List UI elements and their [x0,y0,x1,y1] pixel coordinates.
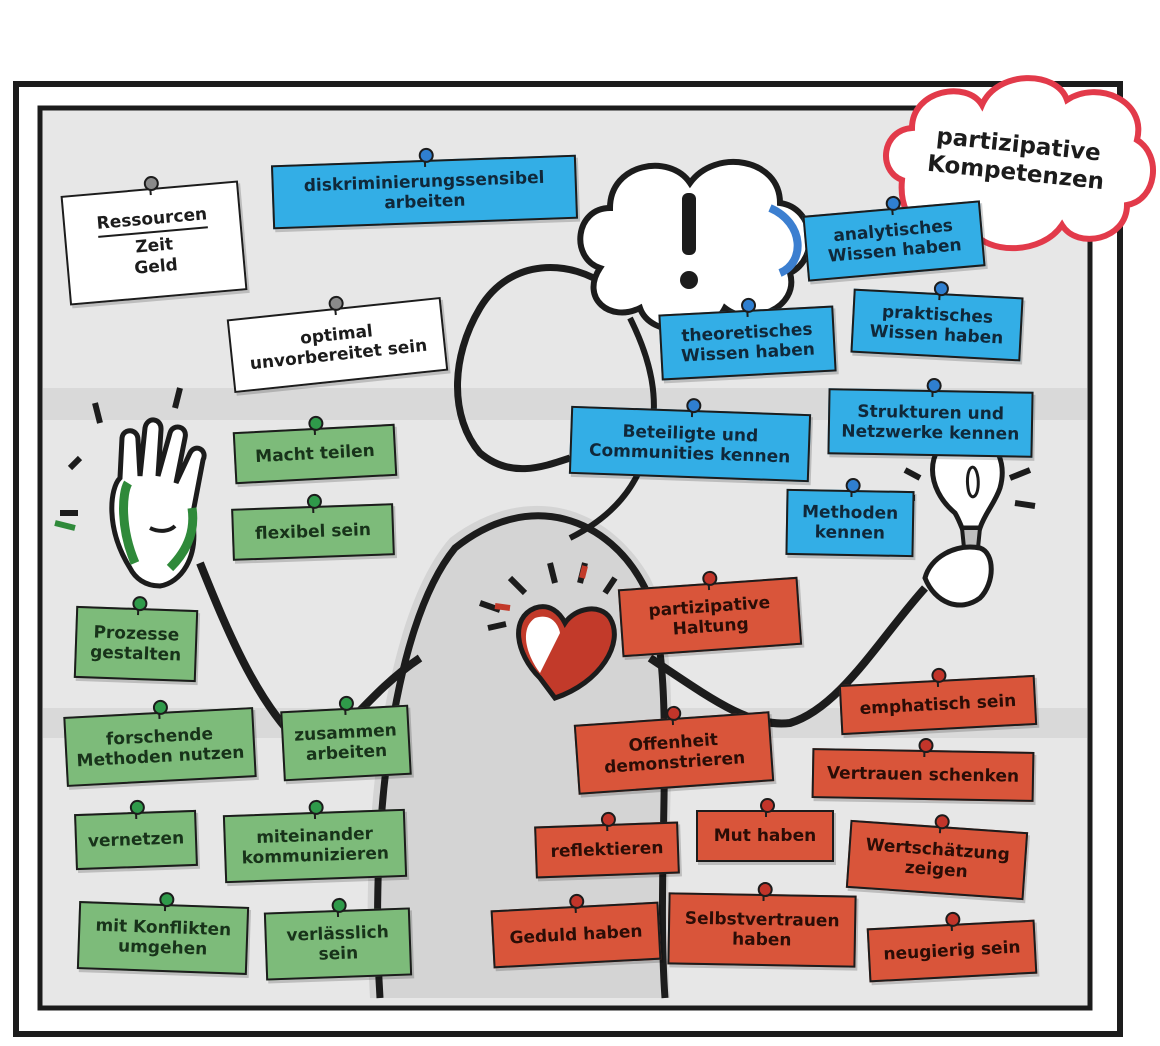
pin-icon [665,705,682,722]
note-vernetzen: vernetzen [74,799,198,871]
ressourcen-title: Ressourcen [95,204,209,239]
note-geduld: Geduld haben [490,893,662,969]
note-methoden: Methoden kennen [785,477,915,558]
note-label: theoretisches Wissen haben [680,319,816,367]
note-label: miteinander kommunizieren [241,823,390,869]
note-label: Vertrauen schenken [826,763,1020,787]
pin-icon [417,147,434,164]
note-label: flexibel sein [254,519,372,544]
note-label: vernetzen [87,828,185,852]
pin-icon [845,477,861,494]
pin-icon [132,595,148,612]
note-offenheit: Offenheit demonstrieren [573,705,775,795]
pin-icon [600,811,617,828]
note-ressourcen: Ressourcen Zeit Geld [60,175,248,306]
note-emphatisch: emphatisch sein [838,667,1038,736]
pin-icon [933,280,950,297]
note-label: Beteiligte und Communities kennen [588,421,791,468]
note-label: Prozesse gestalten [89,622,182,666]
note-haltung: partizipative Haltung [617,570,803,658]
ressourcen-body: Zeit Geld [133,234,179,279]
light-bulb-icon [895,431,1036,608]
note-label: Selbstvertrauen haben [684,908,840,951]
pin-icon [740,297,756,314]
pin-icon [152,699,169,716]
pin-icon [934,813,951,830]
note-label: partizipative Haltung [647,592,771,640]
note-konflikte: mit Konflikten umgehen [76,891,250,975]
pin-icon [129,799,146,816]
note-verlaesslich: verlässlich sein [263,897,413,981]
note-label: praktisches Wissen haben [869,302,1004,349]
note-label: Methoden kennen [801,502,899,544]
pin-icon [885,195,902,212]
note-label: optimal unvorbereitet sein [248,321,429,375]
note-label: emphatisch sein [859,690,1017,720]
thought-line [454,264,613,473]
flipchart-board: partizipative Kompetenzen Ressourcen Zei… [10,58,1158,1042]
note-prozesse: Prozesse gestalten [73,595,199,683]
note-mut: Mut haben [696,798,834,862]
note-label: diskriminierungssensibel arbeiten [303,167,545,214]
note-label: reflektieren [550,838,664,862]
pin-icon [926,377,942,394]
note-beteiligte: Beteiligte und Communities kennen [568,397,812,483]
pin-icon [331,897,347,914]
pin-icon [568,893,585,910]
pin-icon [701,570,718,587]
note-label: Offenheit demonstrieren [603,729,746,778]
pin-icon [760,798,775,817]
exclamation-cloud-icon [577,159,813,334]
note-label: Macht teilen [254,440,376,468]
waving-hand-icon [54,387,207,589]
pin-icon [308,799,324,816]
note-label: Mut haben [713,825,817,846]
note-label: zusammen arbeiten [293,720,398,766]
note-flexibel: flexibel sein [231,493,395,561]
note-forschende: forschende Methoden nutzen [63,699,257,787]
note-label: neugierig sein [882,937,1021,965]
note-label: forschende Methoden nutzen [76,724,245,772]
pin-icon [931,667,947,684]
pin-icon [159,891,175,908]
note-reflektieren: reflektieren [534,811,680,879]
note-label: Wertschätzung zeigen [864,834,1011,883]
pin-icon [338,695,355,712]
note-label: Strukturen und Netzwerke kennen [841,401,1020,445]
note-label: Geduld haben [509,921,643,949]
note-macht: Macht teilen [232,415,398,485]
pin-icon [308,415,324,432]
pin-icon [143,175,160,192]
pin-icon [944,911,961,928]
note-selbstvertrauen: Selbstvertrauen haben [667,881,857,968]
note-strukturen: Strukturen und Netzwerke kennen [827,377,1034,458]
note-vertrauen: Vertrauen schenken [811,737,1035,802]
note-label: analytisches Wissen haben [827,215,963,267]
pin-icon [306,493,323,510]
note-miteinander: miteinander kommunizieren [222,799,408,884]
note-theoretisch: theoretisches Wissen haben [658,297,837,381]
note-neugierig: neugierig sein [866,911,1038,983]
pin-icon [757,881,773,898]
note-label: verlässlich sein [286,922,390,965]
pin-icon [327,295,344,312]
note-wertschaetzung: Wertschätzung zeigen [845,813,1029,901]
heart-icon [479,562,618,701]
note-label: mit Konflikten umgehen [95,915,232,960]
note-zusammen: zusammen arbeiten [280,695,412,782]
figure-right-arm [647,585,928,728]
note-praktisch: praktisches Wissen haben [850,280,1024,362]
note-diskriminierung: diskriminierungssensibel arbeiten [270,147,579,230]
pin-icon [918,737,934,754]
pin-icon [686,397,702,414]
